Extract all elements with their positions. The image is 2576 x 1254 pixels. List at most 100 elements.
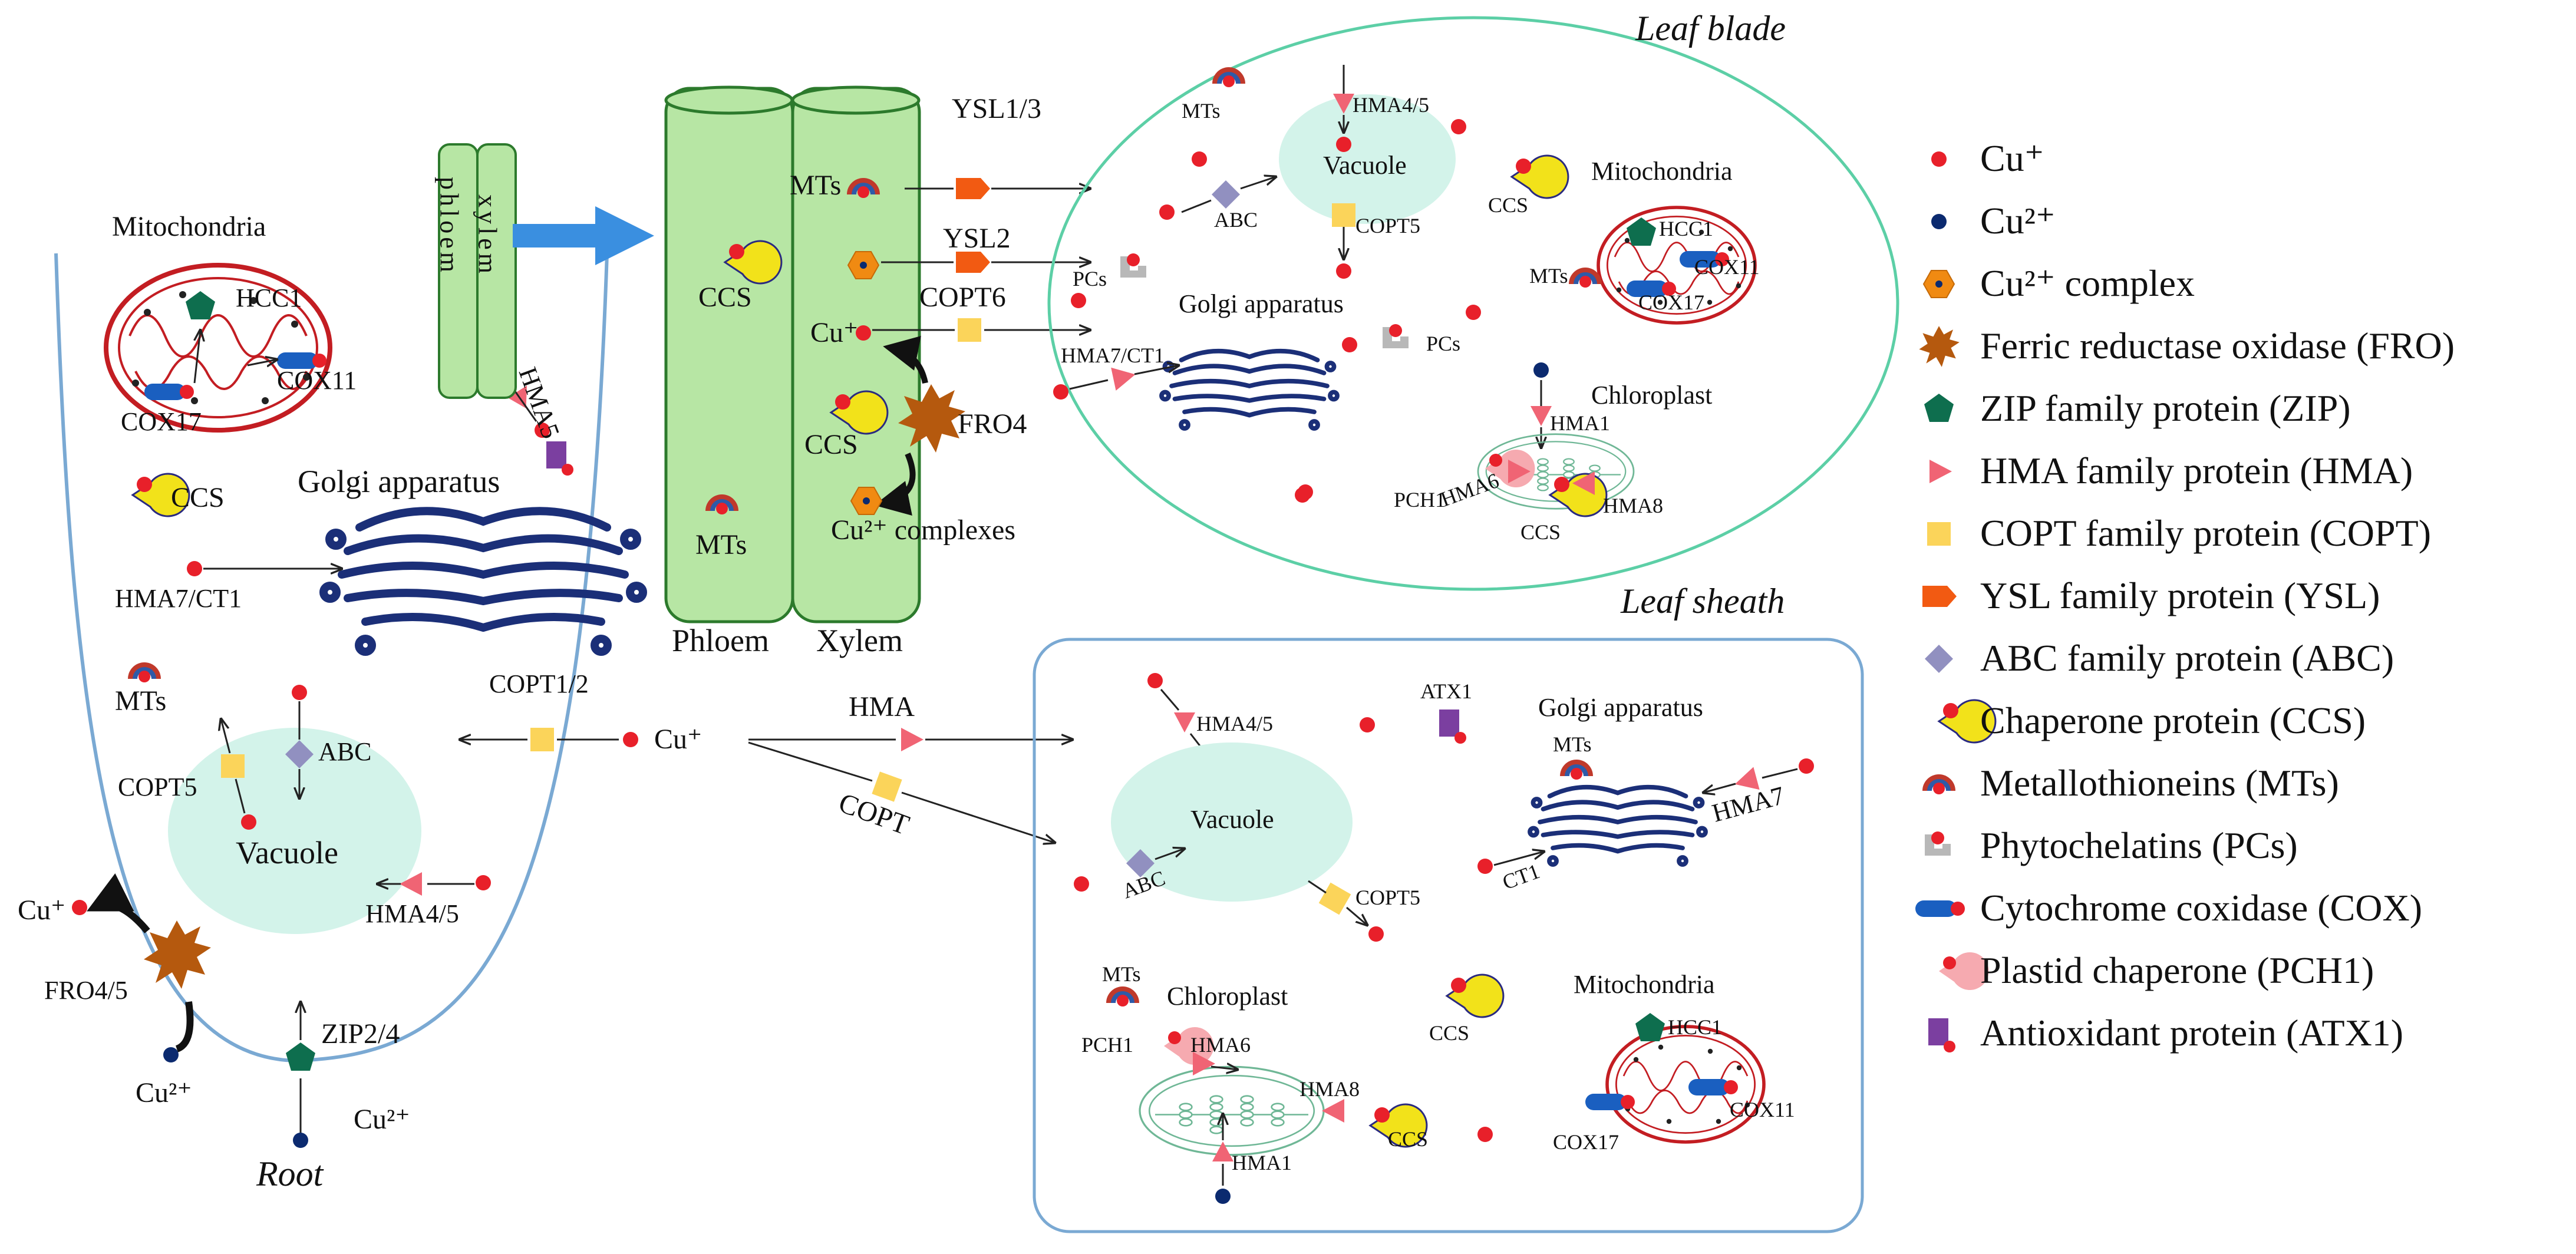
legend-item: Phytochelatins (PCs)	[1925, 824, 2298, 866]
legend-item-label: Cu⁺	[1980, 137, 2044, 179]
lb-pcs-left-icon	[1120, 253, 1146, 278]
root-abc-label: ABC	[318, 737, 371, 766]
lb-hma1-icon	[1531, 406, 1552, 426]
root-cu2-plus-bottom-icon	[293, 1133, 308, 1148]
cu-plus-dot-icon	[1931, 151, 1947, 167]
mts-arc-icon	[1922, 774, 1955, 794]
lb-mts-mito-icon	[1569, 268, 1602, 288]
stem-copt6-icon	[958, 318, 981, 342]
ls-copt5-icon	[1318, 882, 1351, 915]
copt-square-icon	[1927, 522, 1951, 546]
ls-ccs-icon	[1446, 974, 1505, 1018]
stem-ysl1-3-label: YSL1/3	[952, 93, 1041, 124]
stem-hma-label: HMA	[849, 691, 915, 722]
fro-star-icon	[1919, 326, 1960, 367]
stem-hma-icon	[901, 728, 923, 751]
lb-golgi	[1162, 351, 1337, 428]
legend-item: Cu²⁺ complex	[1923, 262, 2195, 304]
ls-ccs-label: CCS	[1429, 1021, 1469, 1045]
root-copt5-label: COPT5	[118, 773, 197, 801]
root-golgi-label: Golgi apparatus	[298, 464, 500, 499]
legend-item-label: Chaperone protein (CCS)	[1980, 699, 2366, 741]
ls-hcc1-label: HCC1	[1668, 1015, 1722, 1039]
lb-pcs-left-label: PCs	[1073, 267, 1107, 291]
leaf-blade-outline	[1047, 16, 1899, 591]
lb-pcs-right-icon	[1383, 324, 1409, 348]
stem-copt-label: COPT	[835, 787, 913, 842]
lb-ccs-chloro-label: CCS	[1520, 520, 1561, 544]
stem-ysl2-label: YSL2	[943, 223, 1011, 254]
lb-mts-icon	[1212, 67, 1245, 87]
ls-atx1-icon	[1439, 710, 1466, 744]
root-hma7-ct1-label: HMA7/CT1	[115, 584, 242, 613]
legend-item: ZIP family protein (ZIP)	[1924, 387, 2351, 429]
ls-mts-icon	[1560, 760, 1593, 780]
legend-item: Antioxidant protein (ATX1)	[1928, 1012, 2403, 1054]
lb-pch1-label: PCH1	[1394, 488, 1446, 512]
lb-abc-icon	[1212, 180, 1240, 209]
legend-item: YSL family protein (YSL)	[1922, 575, 2380, 616]
root-hma5-atx-icon	[546, 441, 573, 476]
lb-ccs-icon	[1510, 154, 1569, 199]
legend-item-label: ZIP family protein (ZIP)	[1980, 387, 2351, 429]
stem-transport-arrow	[513, 206, 654, 265]
root-section: Root Mitochondria HCC1 COX11 COX17 CCS G…	[18, 211, 702, 1193]
legend-item: Chaperone protein (CCS)	[1938, 699, 2366, 744]
cu2-plus-dot-icon	[1931, 214, 1947, 229]
legend-item: Ferric reductase oxidase (FRO)	[1919, 325, 2455, 367]
leaf-blade-title: Leaf blade	[1635, 9, 1786, 48]
ls-atx1-label: ATX1	[1420, 679, 1472, 703]
ls-hma1-label: HMA1	[1232, 1151, 1292, 1174]
small-stem-phloem-label: phloem	[435, 177, 464, 276]
lb-mts-mito-label: MTs	[1529, 264, 1568, 288]
ls-ccs-chloro-label: CCS	[1388, 1127, 1428, 1151]
root-cox17-label: COX17	[121, 407, 202, 436]
legend-item-label: Cu²⁺ complex	[1980, 262, 2195, 304]
legend-item-label: Ferric reductase oxidase (FRO)	[1980, 325, 2455, 367]
root-golgi	[324, 511, 643, 652]
lb-hma6-label: HMA6	[1437, 468, 1502, 511]
stem-copt6-label: COPT6	[919, 282, 1006, 313]
small-stem: phloem xylem	[435, 143, 517, 399]
legend-item: Metallothioneins (MTs)	[1922, 762, 2339, 804]
lb-abc-label: ABC	[1214, 208, 1258, 232]
lb-vacuole	[1279, 94, 1456, 224]
stem-xylem-label: Xylem	[816, 623, 903, 658]
legend-item: COPT family protein (COPT)	[1927, 512, 2431, 554]
leaf-sheath-outline	[1033, 638, 1864, 1233]
stem-phloem-label: Phloem	[672, 623, 769, 658]
stem-ysl2-icon	[956, 252, 990, 273]
ls-hcc1-icon	[1635, 1013, 1665, 1041]
lb-hma8-label: HMA8	[1603, 494, 1663, 517]
stem-copt-icon	[872, 771, 902, 802]
legend-item: HMA family protein (HMA)	[1929, 450, 2413, 491]
ls-chloroplast-label: Chloroplast	[1167, 982, 1288, 1011]
lb-cox11-label: COX11	[1694, 255, 1760, 279]
cox-capsule-icon	[1915, 900, 1965, 917]
leaf-sheath: Leaf sheath HMA4/5 ATX1 Golgi apparatus …	[1033, 582, 1864, 1233]
root-vacuole-label: Vacuole	[236, 835, 338, 870]
legend-item: Cu⁺	[1931, 137, 2044, 179]
legend-item-label: Cu²⁺	[1980, 200, 2056, 242]
sheath-transport: HMA COPT	[748, 691, 1073, 843]
root-fro4-5-label: FRO4/5	[44, 976, 128, 1005]
ls-hma1-icon	[1212, 1141, 1233, 1161]
ls-golgi-label: Golgi apparatus	[1538, 693, 1703, 722]
lb-vacuole-label: Vacuole	[1323, 151, 1407, 180]
root-hcc1-label: HCC1	[236, 283, 302, 312]
root-cox11-label: COX11	[277, 366, 357, 395]
leaf-sheath-title: Leaf sheath	[1620, 582, 1785, 621]
root-zip2-4-label: ZIP2/4	[321, 1018, 400, 1050]
lb-mitochondria-label: Mitochondria	[1591, 157, 1733, 186]
leaf-blade: Leaf blade MTs Vacuole HMA4/5 ABC COPT5 …	[1047, 9, 1899, 591]
stem-ysl1-3-icon	[956, 178, 990, 199]
legend-item: Cytochrome coxidase (COX)	[1915, 887, 2422, 929]
stem-fro4-label: FRO4	[958, 408, 1027, 440]
lb-hma1-label: HMA1	[1550, 411, 1610, 435]
ls-mts-chloro-icon	[1106, 986, 1139, 1006]
stem-cu-plus-label: Cu⁺	[810, 317, 858, 348]
root-copt5-icon	[221, 754, 245, 778]
root-cu-plus-entry-icon	[623, 732, 638, 747]
